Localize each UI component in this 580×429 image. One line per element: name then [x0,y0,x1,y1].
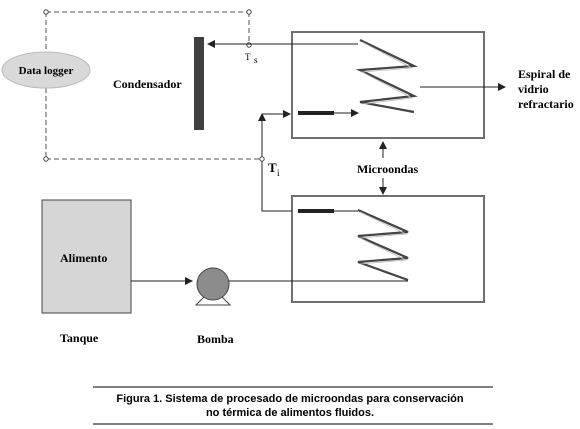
pump [194,267,232,306]
espiral-label-line1: Espiral de [518,67,571,81]
data-logger-label: Data logger [19,65,74,77]
ts-label: T [245,52,251,62]
condensador-label: Condensador [113,77,182,91]
ti-subscript: i [277,168,280,178]
upper-inlet-pipe-fill [298,111,334,115]
data-logger-wiring [45,11,262,160]
alimento-label: Alimento [60,251,107,265]
condenser-bar [194,37,204,130]
caption-line1: Figura 1. Sistema de procesado de microo… [116,393,464,405]
data-logger-node [1,51,91,89]
pump-body [196,267,230,301]
tanque-label: Tanque [60,331,99,345]
espiral-label-line2: vidrio [518,82,549,96]
caption-line2: no térmica de alimentos fluidos. [206,407,374,419]
ti-riser-line [258,113,292,212]
lower-coil-highlight [358,211,408,265]
ti-label: T [268,160,277,175]
ts-subscript: s [254,55,258,65]
lower-outlet-pipe-fill [298,209,334,213]
espiral-label-line3: refractario [518,97,574,111]
upper-coil [355,39,419,114]
bomba-label: Bomba [197,332,234,346]
upper-coil-highlight [360,41,414,105]
ti-probe-junction [259,156,265,162]
lower-coil [357,208,409,282]
upper-microwave-chamber [291,31,485,139]
microondas-label: Microondas [357,162,418,176]
tank-box [41,199,132,314]
